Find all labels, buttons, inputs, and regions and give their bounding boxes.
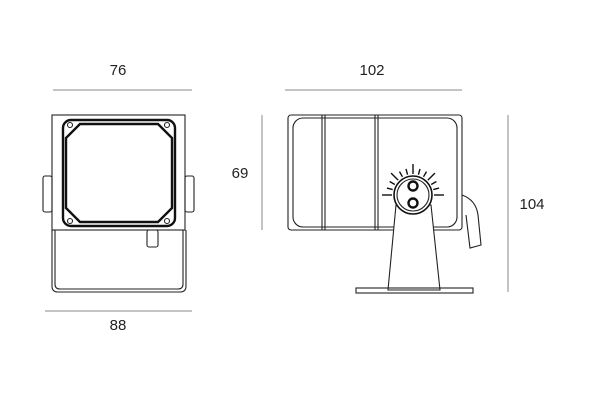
tilt-tick <box>405 168 409 175</box>
dimension-label-88: 88 <box>110 317 127 334</box>
screw-icon <box>163 121 171 129</box>
mounting-bracket <box>51 230 187 293</box>
tilt-tick <box>417 168 421 175</box>
base-plate <box>355 287 474 294</box>
cable <box>461 194 482 249</box>
stand <box>387 204 441 291</box>
side-view <box>287 114 482 294</box>
side-bracket-right <box>184 175 195 213</box>
tilt-scale <box>382 164 444 196</box>
front-lens <box>64 122 174 224</box>
front-frame <box>61 118 177 228</box>
tilt-tick <box>422 171 428 178</box>
screw-icon <box>163 217 171 225</box>
screw-icon <box>66 217 74 225</box>
screw-icon <box>407 197 419 209</box>
tilt-tick <box>389 180 396 186</box>
tilt-tick <box>390 172 399 181</box>
tilt-tick <box>430 180 437 186</box>
dimension-label-76: 76 <box>110 62 127 79</box>
screw-icon <box>66 121 74 129</box>
side-bracket-left <box>42 175 53 213</box>
front-view <box>42 114 195 293</box>
tilt-tick <box>398 171 404 178</box>
tilt-tick <box>427 172 436 181</box>
dimension-label-102: 102 <box>359 62 384 79</box>
pivot-hub <box>393 175 433 215</box>
dimension-label-104: 104 <box>519 196 544 213</box>
tilt-tick <box>386 187 393 191</box>
screw-icon <box>407 180 419 192</box>
tilt-tick <box>433 187 440 191</box>
front-housing <box>51 114 186 231</box>
dimension-label-69: 69 <box>232 165 249 182</box>
cable-gland <box>146 229 159 248</box>
